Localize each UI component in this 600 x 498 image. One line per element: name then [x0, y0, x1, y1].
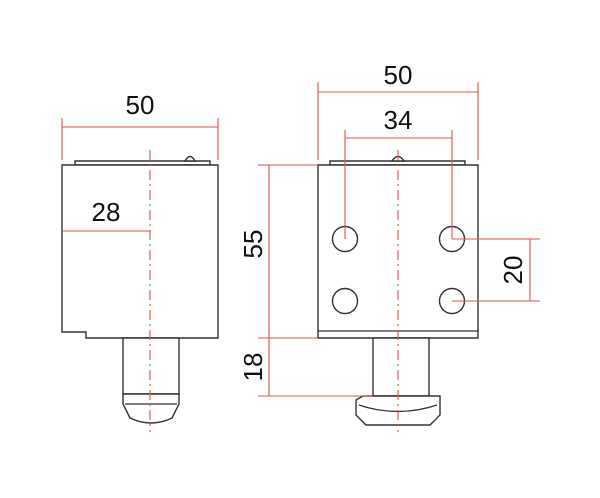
- left-offset-label: 28: [92, 197, 121, 227]
- right-height-dim-line: [258, 164, 318, 339]
- right-view: 50 34 55 18 20: [238, 60, 540, 432]
- right-hole-vertical-label: 20: [498, 256, 528, 285]
- left-stem: [122, 337, 180, 395]
- left-top-knob: [183, 155, 197, 162]
- right-stem-dim-line: [258, 338, 373, 397]
- right-hole-vertical-dim-line: [452, 238, 540, 302]
- right-height-label: 55: [238, 230, 268, 259]
- left-width-dim-line: [61, 118, 219, 160]
- right-stem-label: 18: [238, 353, 268, 382]
- right-width-label: 50: [384, 60, 413, 90]
- left-tip: [122, 393, 180, 424]
- right-hole-spacing-dim-line: [344, 130, 453, 239]
- right-hole-spacing-label: 34: [384, 105, 413, 135]
- right-hole-bottom-left: [331, 287, 359, 315]
- left-body: [61, 164, 219, 339]
- left-view: 50 28: [61, 90, 219, 432]
- left-width-label: 50: [126, 90, 155, 120]
- right-width-dim-line: [317, 82, 479, 160]
- right-stem: [372, 337, 430, 397]
